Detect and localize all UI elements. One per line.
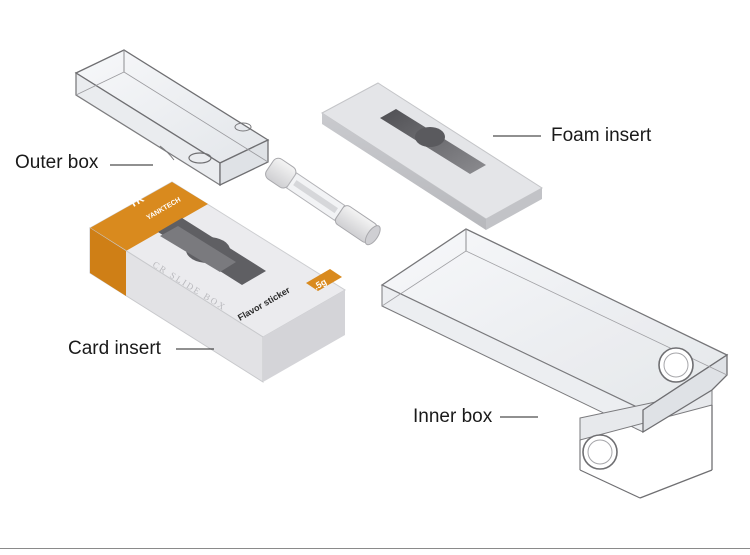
foam-insert-round-cutout: [415, 127, 445, 147]
foam-insert-label: Foam insert: [551, 125, 652, 146]
foam-insert-top-face: [321, 82, 543, 220]
card-insert: [89, 181, 346, 383]
inner-box-end-wall: [642, 353, 728, 434]
card-insert-weight-badge: [306, 269, 342, 291]
inner-box: [380, 228, 729, 499]
cartridge: [265, 157, 381, 246]
outer-box-lock-notch: [188, 152, 212, 164]
card-insert-end-face: [263, 290, 345, 382]
card-insert-label: Card insert: [68, 338, 161, 359]
foam-insert-front-face: [322, 113, 486, 230]
card-insert-orange-band: [90, 182, 208, 251]
bottom-divider: [0, 548, 750, 549]
foam-insert-end-face: [486, 188, 542, 230]
card-insert-front-orange: [90, 228, 126, 296]
foam-insert: [321, 82, 543, 230]
outer-box: [74, 49, 270, 187]
outer-box-label: Outer box: [15, 152, 99, 173]
inner-box-label: Inner box: [413, 406, 493, 427]
